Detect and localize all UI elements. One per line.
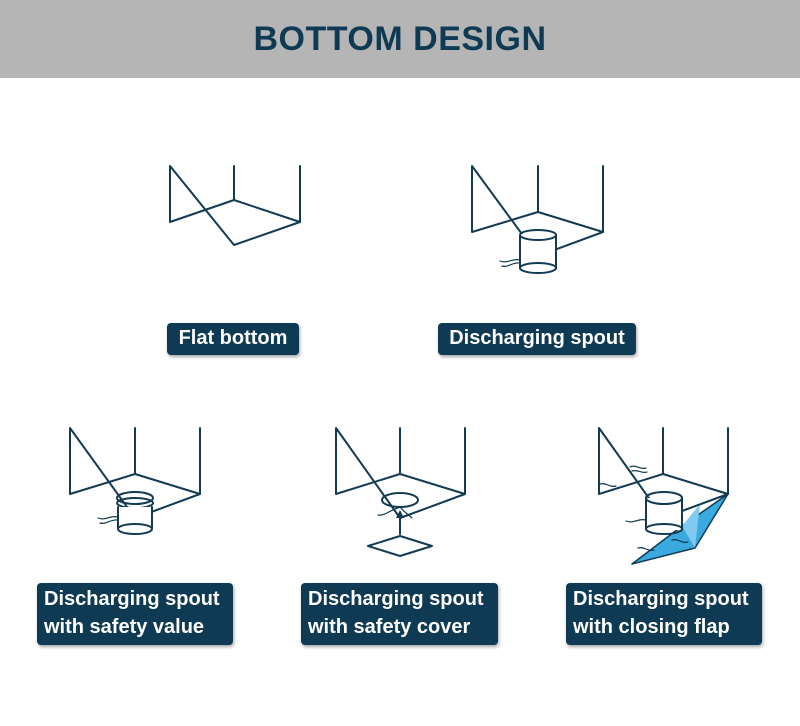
page-title: BOTTOM DESIGN xyxy=(253,19,547,58)
discharging-spout-illustration xyxy=(471,165,604,274)
discharging-spout-label: Discharging spout xyxy=(438,323,636,355)
header-bar: BOTTOM DESIGN xyxy=(0,0,800,78)
closing-flap-illustration xyxy=(598,427,729,565)
bag-outline xyxy=(169,165,301,246)
tie-strings xyxy=(599,465,689,552)
valve-icon xyxy=(116,491,154,535)
flat-bottom-illustration xyxy=(169,165,301,246)
bag-outline xyxy=(335,427,466,519)
tie-strings xyxy=(377,507,413,519)
safety-cover-illustration xyxy=(335,427,466,557)
tie-strings xyxy=(499,258,521,268)
spout-icon xyxy=(519,229,557,274)
safety-cover-label: Discharging spout with safety cover xyxy=(301,583,498,645)
safety-cover-icon xyxy=(367,535,433,557)
flat-bottom-label: Flat bottom xyxy=(167,323,299,355)
closing-flap-label: Discharging spout with closing flap xyxy=(566,583,762,645)
arrow-up-icon xyxy=(396,510,404,535)
tie-strings xyxy=(97,515,119,525)
safety-valve-label: Discharging spout with safety value xyxy=(37,583,233,645)
spout-icon xyxy=(645,491,683,535)
spout-opening-icon xyxy=(381,492,419,508)
safety-valve-illustration xyxy=(69,427,201,535)
